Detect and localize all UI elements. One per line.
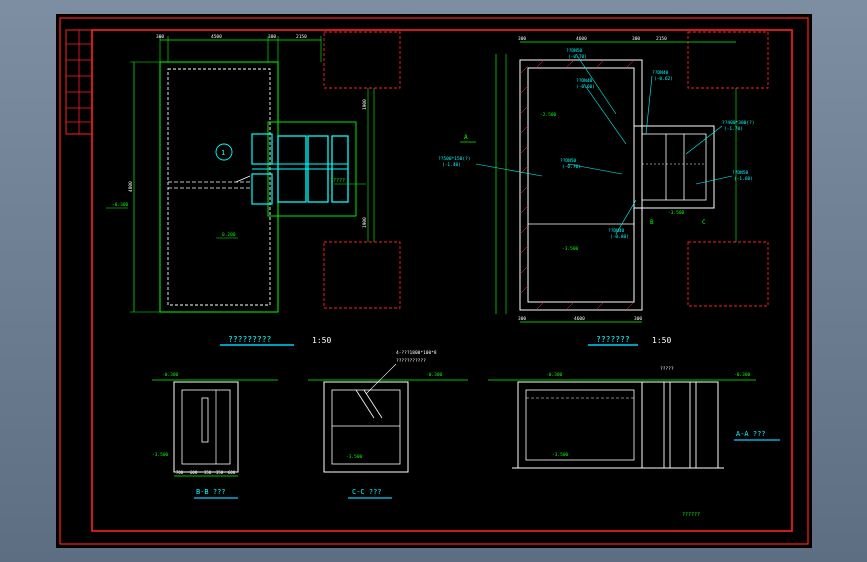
section-aa-title: A-A ??? [736,430,766,438]
cc-elev-bottom: -3.500 [346,454,363,460]
cad-viewport[interactable]: 300 4500 300 2150 4800 1 1900 1900 [56,14,812,548]
section-bb: -0.300 -3.500 700 600 350 350 600 B-B ??… [152,372,278,499]
bb-dim-2: 600 [190,470,198,475]
aa-elev-bottom: -3.500 [552,452,569,458]
plan1-circle-label: 1 [221,149,225,157]
plan2-pipe-15: ??DN50 [732,170,749,176]
bb-dim-4: 350 [216,470,224,475]
plan2-dim-top-4: 2150 [656,36,667,42]
plan-1: 300 4500 300 2150 4800 1 1900 1900 [106,31,401,346]
aa-elev-top: -0.300 [546,372,563,378]
plan1-dim-top-3: 300 [268,34,276,40]
plan2-pipe-10: (-1.40) [442,162,461,168]
plan2-elev-3: -3.500 [668,210,685,216]
bb-dim-3: 350 [204,470,212,475]
plan2-dim-bot-1: 300 [518,316,526,322]
section-aa: -0.300 -0.300 -3.500 ????? A-A ??? [488,366,780,469]
plan2-pipe-13: ??DN40 [608,228,625,234]
section-cc-title: C-C ??? [352,488,382,496]
plan1-dim-top-1: 300 [156,34,164,40]
plan2-pipe-7: ??400*300(?) [722,120,755,126]
plan1-scale: 1:50 [312,336,331,345]
plan1-title: ????????? [228,335,272,344]
bb-elev-top: -0.300 [162,372,179,378]
plan2-pipe-14: (-0.80) [610,234,629,240]
plan2-title: ??????? [596,335,630,344]
plan1-dim-right-1: 1900 [362,99,368,110]
plan2-dim-bot-3: 300 [634,316,642,322]
plan2-pipe-9: ??500*150(?) [438,156,471,162]
plan2-pipe-5: ??DN40 [652,70,669,76]
plan2-pipe-2: (-0.70) [568,54,587,60]
aa-elev-right: -0.300 [734,372,751,378]
corner-note: ?????? [682,512,700,518]
plan1-dim-right-2: 1900 [362,217,368,228]
plan2-marker-c: C [702,219,706,226]
section-bb-title: B-B ??? [196,488,226,496]
plan2-elev-2: -3.500 [562,246,579,252]
plan-2: 300 4600 300 2150 A B C [438,31,769,346]
cc-note: 4-???1800*100*8 [396,350,437,356]
plan2-pipe-3: ??DN40 [576,78,593,84]
plan2-pipe-16: (-1.60) [734,176,753,182]
plan2-dim-top-1: 300 [518,36,526,42]
plan2-pipe-8: (-1.70) [724,126,743,132]
plan1-dim-top-2: 4500 [211,34,222,40]
title-strip [65,29,93,135]
plan1-elev-bottom: 0.200 [222,232,236,238]
aa-water: ????? [660,366,674,372]
plan2-pipe-11: ??DN50 [560,158,577,164]
section-cc: 4-???1800*100*8 ??????????? -0.300 -3.50… [308,350,468,499]
cc-elev-top: -0.300 [426,372,443,378]
bb-dim-1: 700 [176,470,184,475]
bb-elev-bottom: -3.500 [152,452,169,458]
plan2-scale: 1:50 [652,336,671,345]
plan2-dim-top-3: 300 [632,36,640,42]
plan2-pipe-12: (-0.70) [562,164,581,170]
plan2-marker-b: B [650,219,654,226]
plan1-dim-left: 4800 [128,181,134,192]
plan2-pipe-1: ??DN50 [566,48,583,54]
cc-note-2: ??????????? [396,358,426,364]
plan2-elev-1: -2.500 [540,112,557,118]
plan2-dim-top-2: 4600 [576,36,587,42]
sheet-inner-border [91,29,793,532]
plan1-elev-left: -0.300 [112,202,129,208]
plan2-pipe-6: (-0.62) [654,76,673,82]
sheet-outer-border [59,17,809,545]
plan1-dim-top-4: 2150 [296,34,307,40]
cad-drawing: 300 4500 300 2150 4800 1 1900 1900 [59,17,809,545]
plan2-dim-bot-2: 4600 [574,316,585,322]
plan1-note: ????? [330,178,345,184]
plan2-marker-a: A [464,134,468,141]
bb-dim-5: 600 [228,470,236,475]
plan2-pipe-4: (-0.60) [576,84,595,90]
